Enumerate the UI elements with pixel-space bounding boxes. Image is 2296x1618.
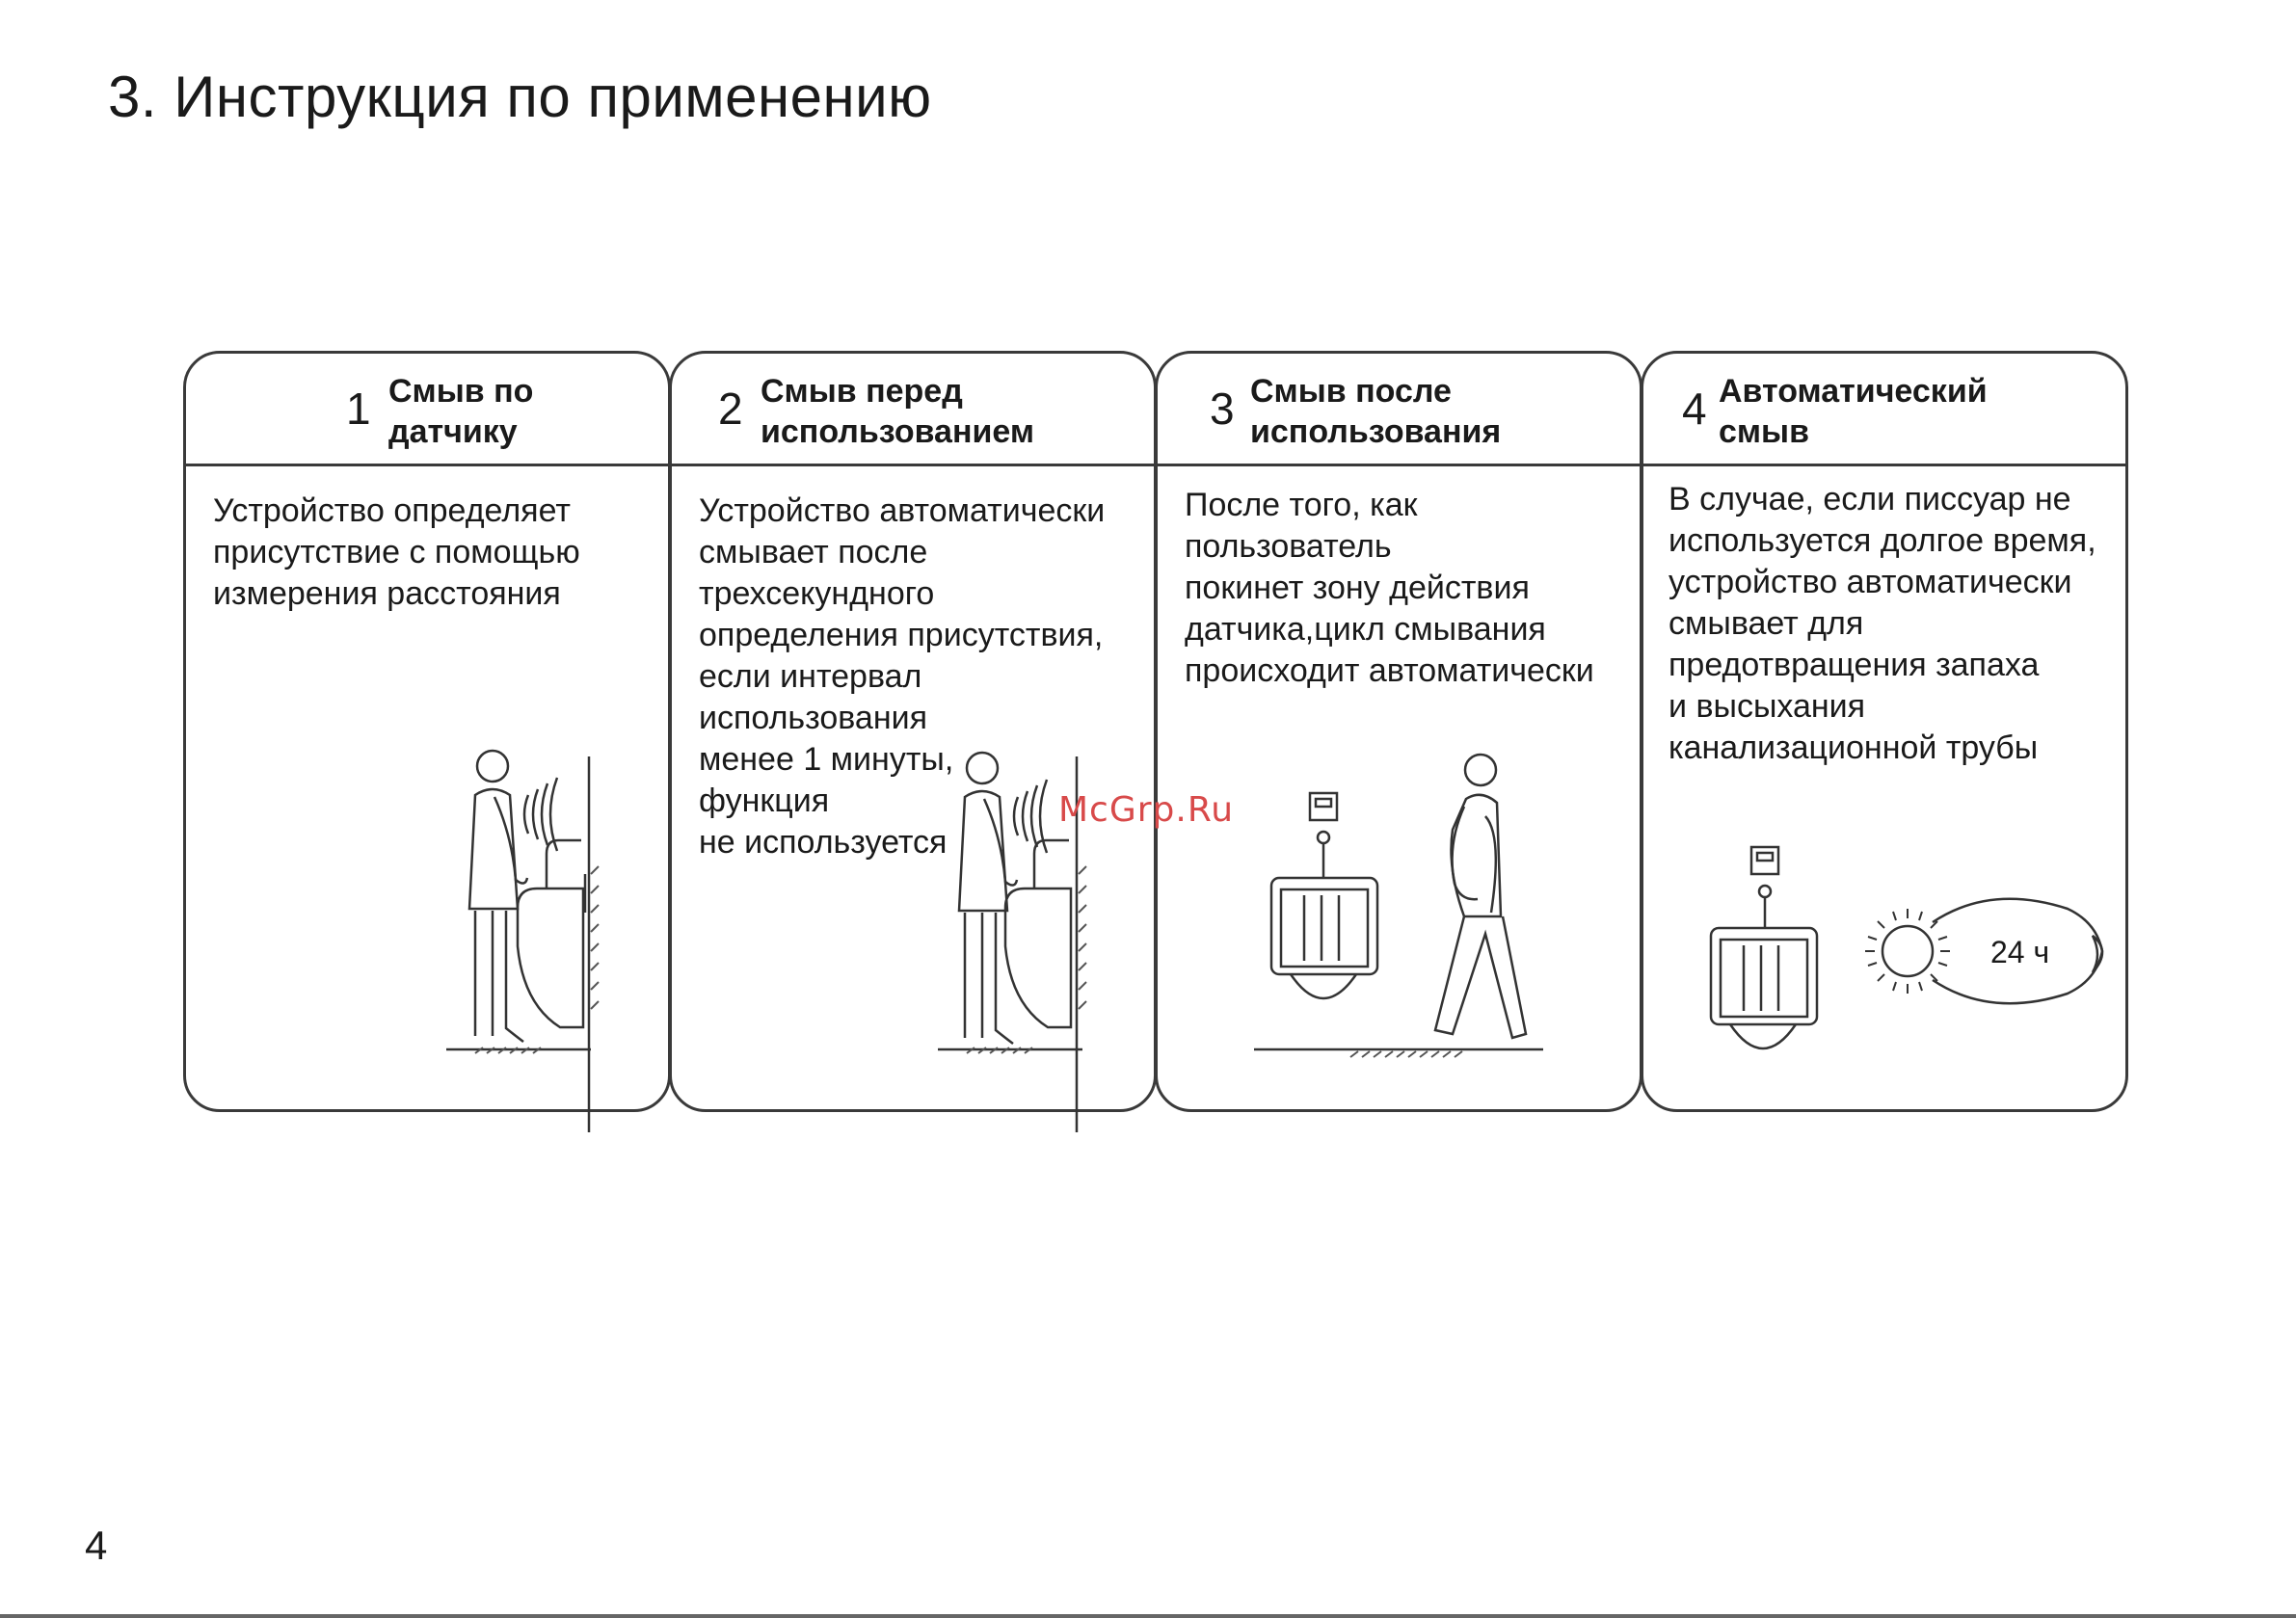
panel-description: После того, как пользователь покинет зон… (1185, 487, 1594, 689)
panel-title: Смыв перед использованием (761, 371, 1069, 452)
watermark: McGrp.Ru (1058, 790, 1235, 830)
panel-pre-flush: 2 Смыв перед использованием Устройство а… (669, 351, 1157, 1132)
panel-header: 2 Смыв перед использованием (672, 354, 1154, 466)
panel-sensor-flush: 1 Смыв по датчику Устройство определяет … (183, 351, 671, 1132)
person-urinal-sensor-icon (446, 749, 600, 1132)
sun-moon-timer-icon: 24 ч (1709, 845, 2104, 1050)
bottom-divider (0, 1614, 2296, 1618)
page-number: 4 (85, 1523, 108, 1568)
panel-number: 3 (1210, 384, 1235, 434)
panel-header: 1 Смыв по датчику (186, 354, 668, 466)
panel-description: В случае, если писсуар не используется д… (1669, 481, 2096, 766)
timer-label: 24 ч (1990, 935, 2049, 969)
person-urinal-sensor-icon (938, 751, 1087, 1132)
panel-title: Автоматический смыв (1719, 371, 2027, 452)
panel-description: Устройство определяет присутствие с помо… (213, 492, 580, 612)
panel-title-text: Смыв по датчику (388, 373, 534, 450)
panel-title-text: Смыв перед использованием (761, 373, 1035, 450)
panel-title-text: Смыв после использования (1250, 373, 1502, 450)
panel-title-text: Автоматический смыв (1719, 373, 1988, 450)
page-title: 3. Инструкция по применению (108, 65, 932, 129)
panel-number: 1 (346, 384, 371, 434)
panel-title: Смыв по датчику (388, 371, 697, 452)
panel-description: Устройство автоматически смывает после т… (699, 492, 1106, 861)
panel-number: 4 (1682, 384, 1707, 434)
panel-header: 4 Автоматический смыв (1643, 354, 2125, 466)
panel-number: 2 (718, 384, 743, 434)
panel-post-flush: 3 Смыв после использования После того, к… (1155, 351, 1642, 1112)
panel-header: 3 Смыв после использования (1158, 354, 1640, 466)
panel-title: Смыв после использования (1250, 371, 1559, 452)
panel-auto-flush: 4 Автоматический смыв В случае, если пис… (1641, 351, 2128, 1112)
person-walking-away-icon (1254, 753, 1543, 1058)
